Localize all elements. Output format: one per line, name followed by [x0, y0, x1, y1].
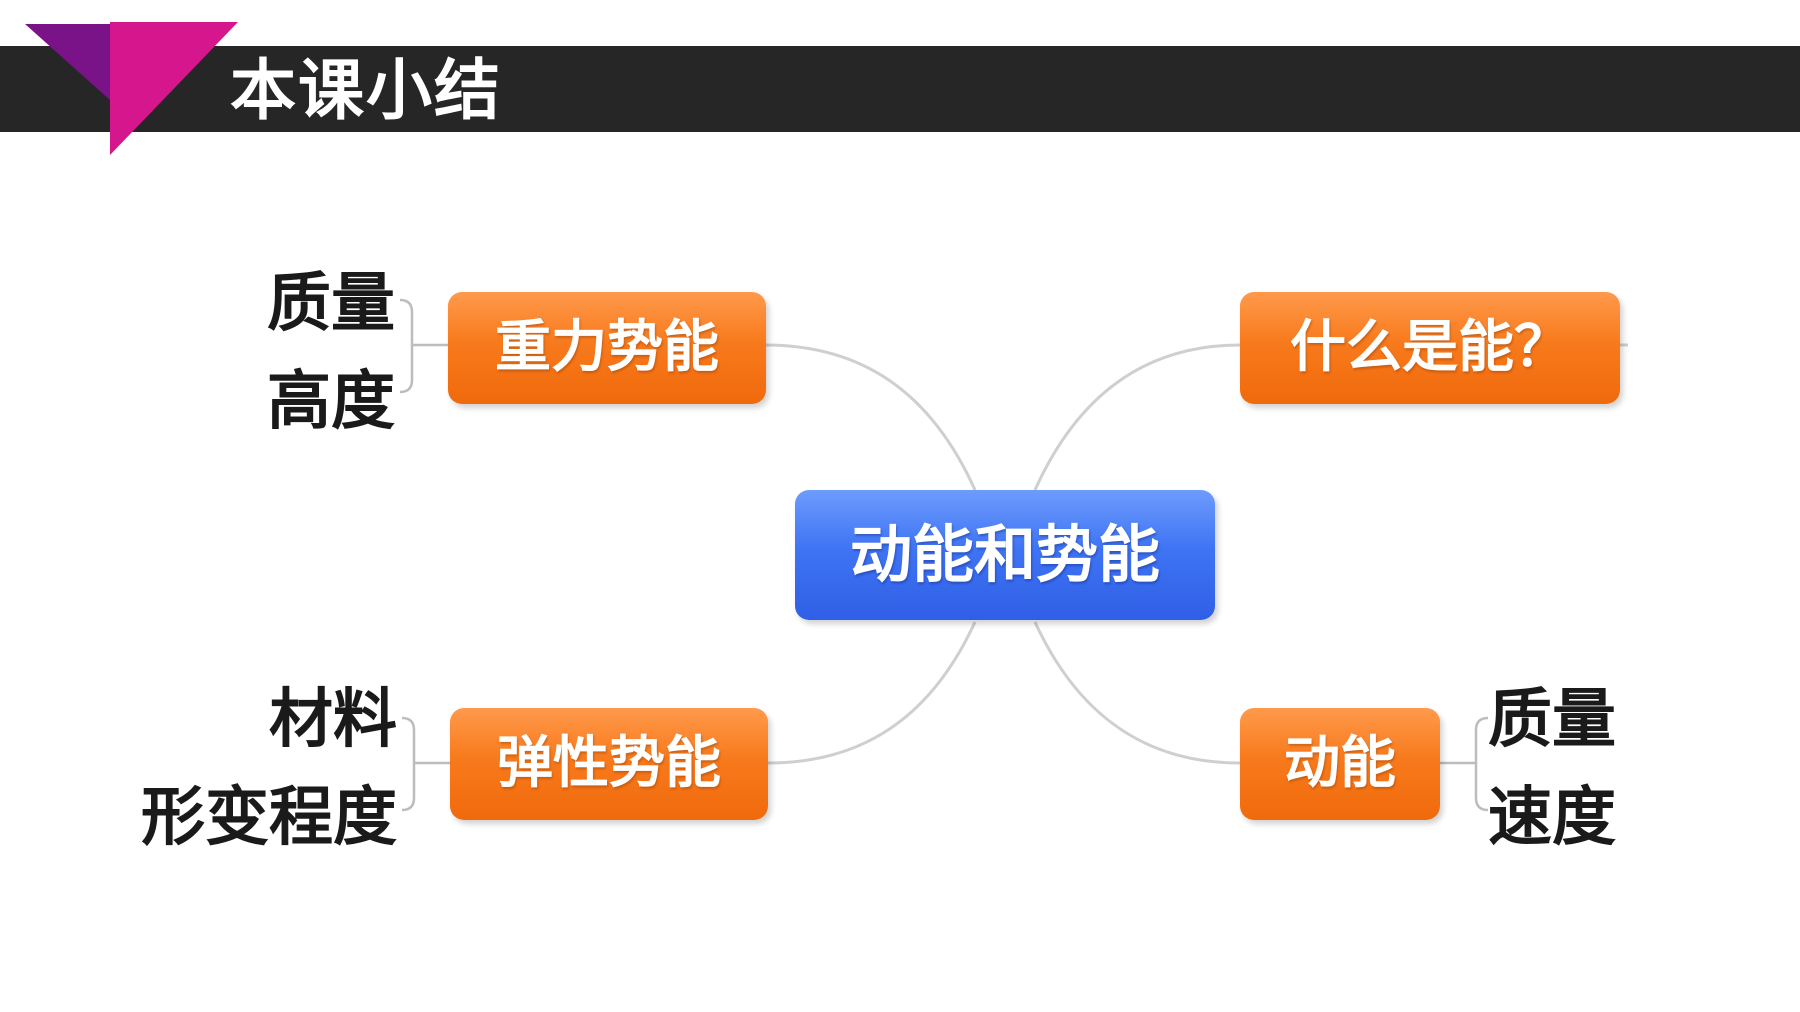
node-what-is-energy-label: 什么是能？ [1290, 315, 1570, 380]
bracket-kinetic [1474, 716, 1489, 812]
page-title: 本课小结 [230, 52, 502, 129]
header-triangle-icon [25, 22, 238, 155]
connector-elastic [767, 621, 977, 765]
connector-what-is-energy [1033, 343, 1241, 491]
bracket-elastic [401, 716, 416, 812]
header-bar [0, 46, 1800, 132]
node-kinetic-label: 动能 [1284, 731, 1396, 796]
leaf-kinetic-speed: 速度 [1488, 781, 1616, 855]
node-elastic-potential-energy[interactable]: 弹性势能 [450, 708, 768, 820]
magenta-triangle-shape [110, 22, 238, 155]
bracket-gravity [399, 298, 414, 394]
connector-gravity [764, 343, 977, 491]
node-kinetic-energy[interactable]: 动能 [1240, 708, 1440, 820]
node-gravity-label: 重力势能 [495, 315, 719, 380]
leaf-elastic-deformation: 形变程度 [141, 781, 397, 855]
node-elastic-label: 弹性势能 [497, 731, 721, 796]
node-what-is-energy[interactable]: 什么是能？ [1240, 292, 1620, 404]
node-gravity-potential-energy[interactable]: 重力势能 [448, 292, 766, 404]
connector-kinetic [1033, 621, 1241, 765]
purple-triangle-shape [25, 24, 110, 100]
leaf-kinetic-mass: 质量 [1488, 683, 1616, 757]
leaf-elastic-material: 材料 [269, 683, 397, 757]
leaf-gravity-height: 高度 [267, 365, 395, 439]
center-node-label: 动能和势能 [849, 518, 1160, 591]
leaf-gravity-mass: 质量 [267, 267, 395, 341]
center-node[interactable]: 动能和势能 [795, 490, 1215, 620]
